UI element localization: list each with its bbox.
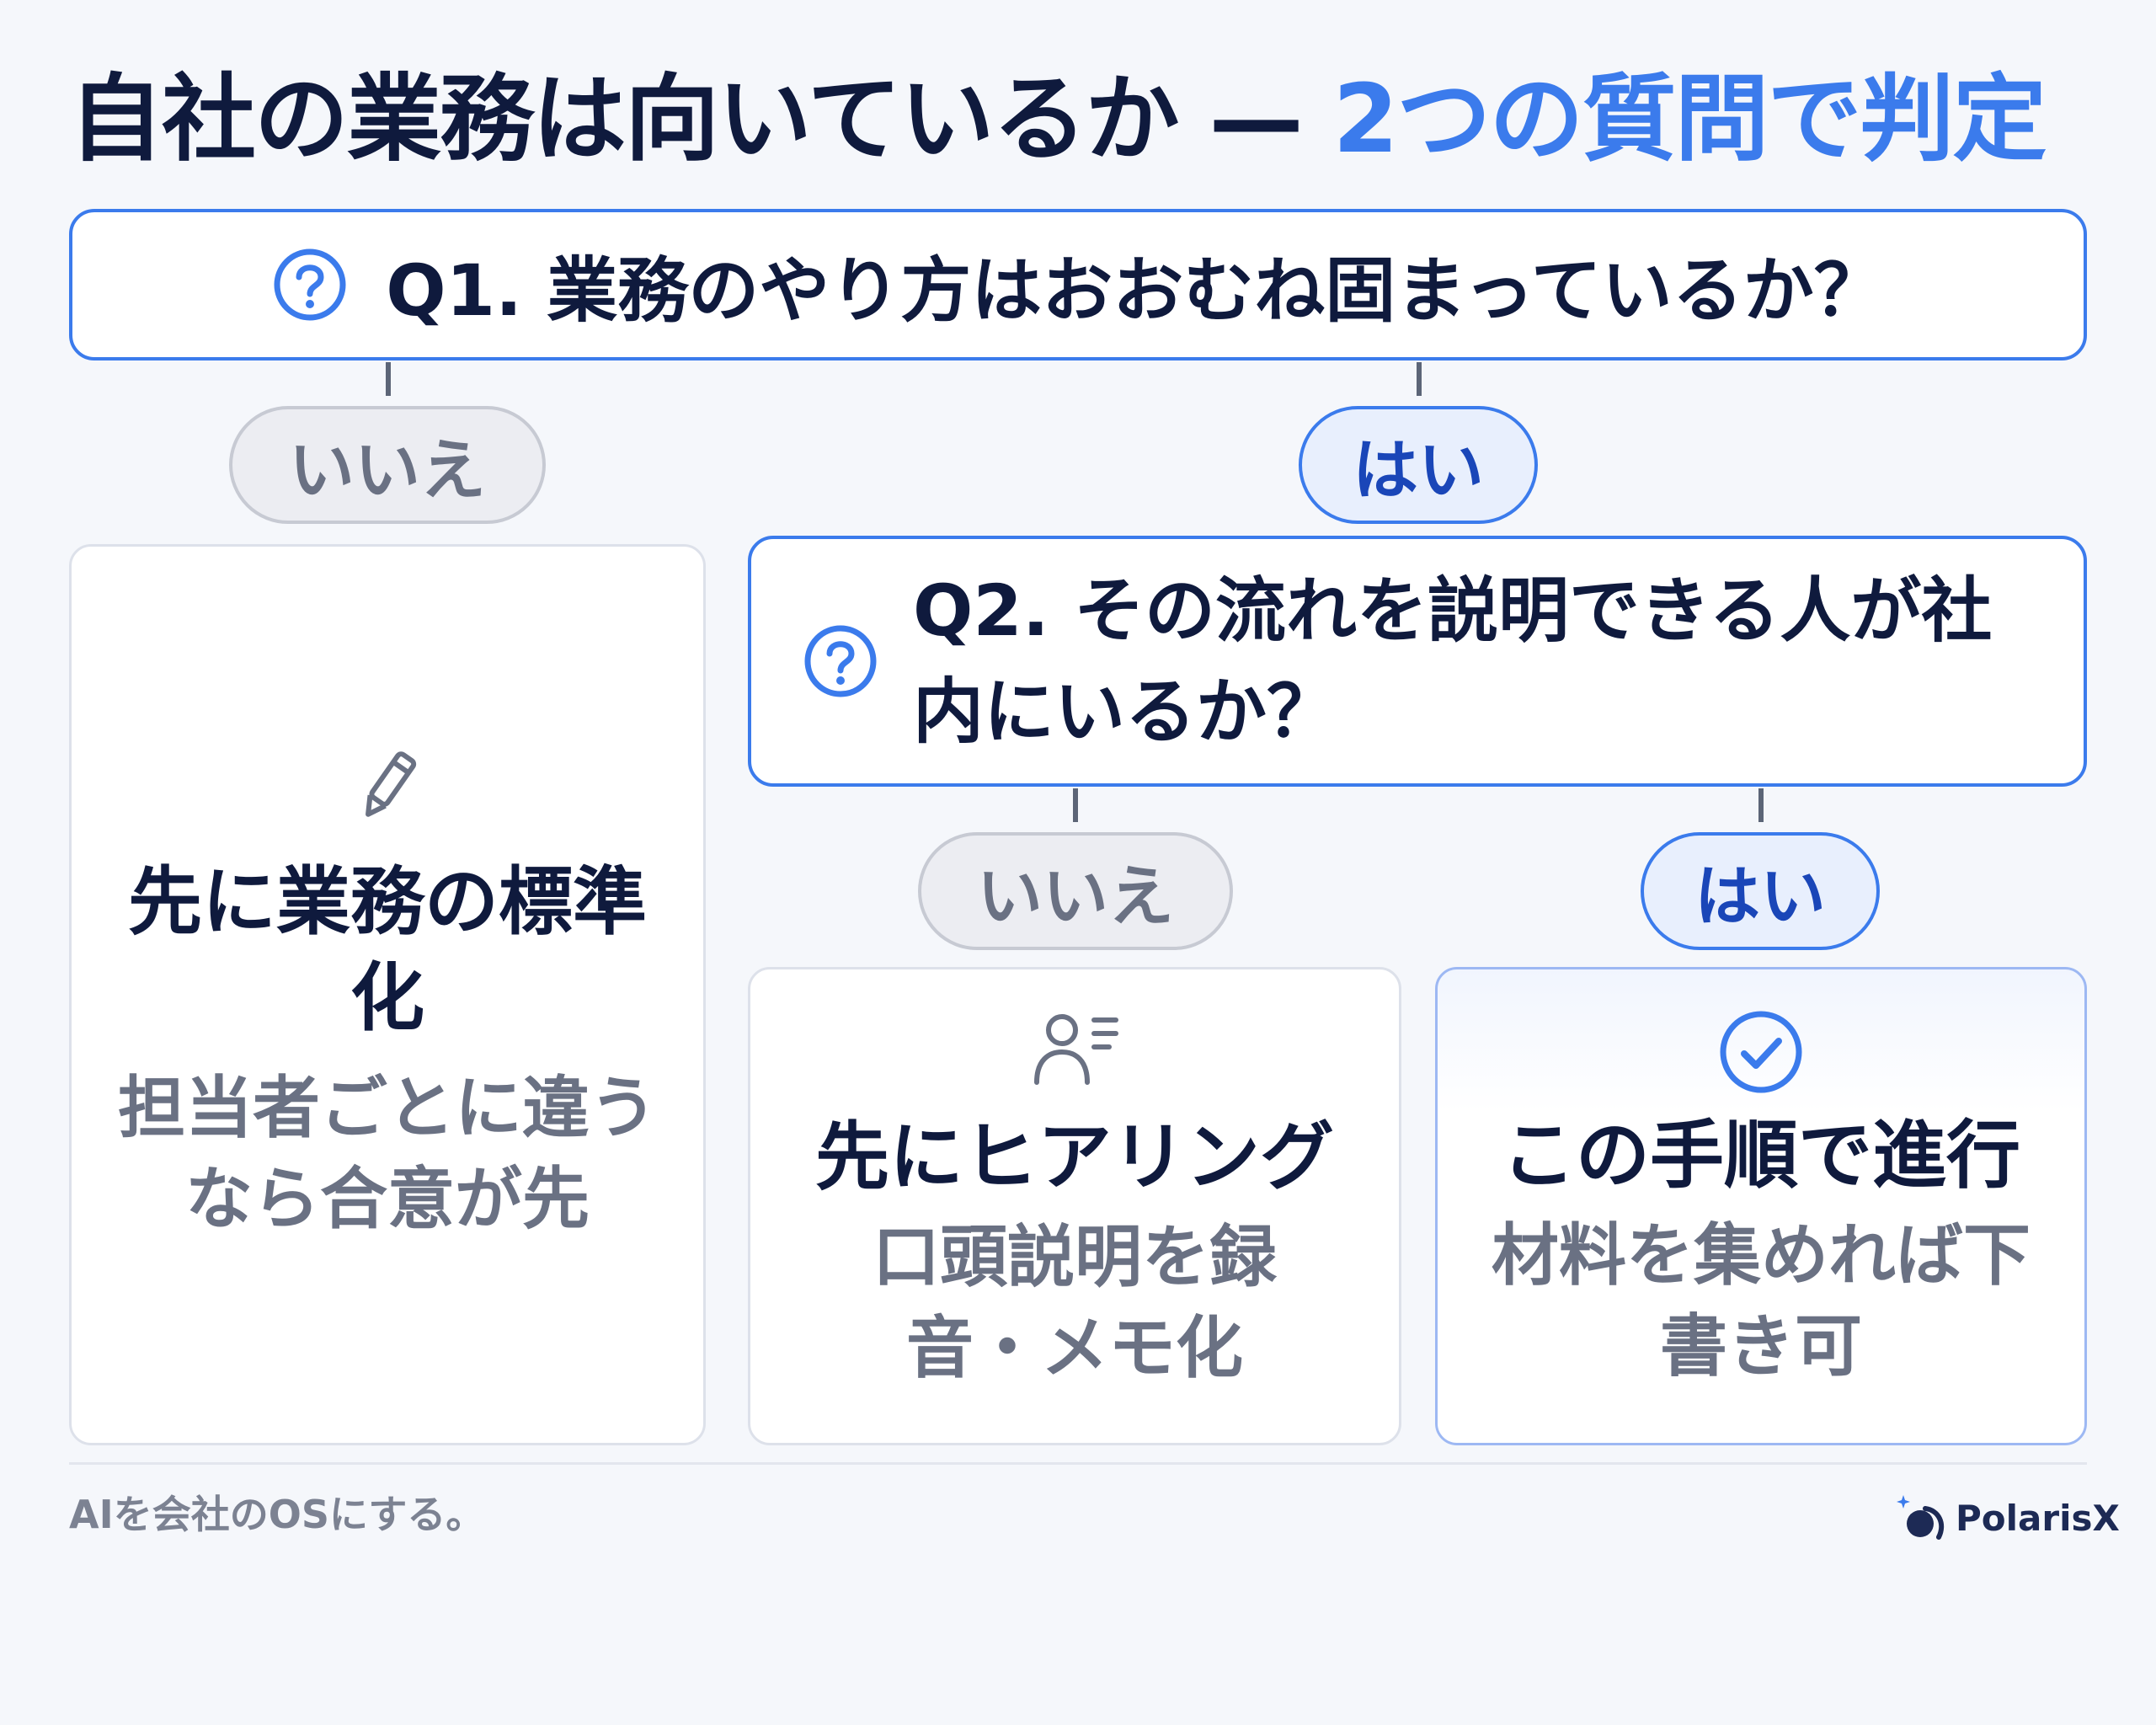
check-circle-icon (1720, 1011, 1802, 1093)
person-notes-icon (1034, 1014, 1118, 1085)
title-main: 自社の業務は向いているか — (69, 65, 1333, 174)
question-circle-icon (804, 625, 877, 697)
result-description: 材料を集めれば下書き可 (1492, 1216, 2031, 1386)
answer-q1-no: いいえ (229, 406, 546, 524)
result-title: この手順で進行 (1501, 1112, 2020, 1199)
answer-q1-yes: はい (1299, 406, 1538, 524)
title-accent: 2つの質問で判定 (1332, 65, 2047, 174)
answer-q2-no: いいえ (918, 832, 1233, 950)
connector-q2-no (1073, 788, 1078, 822)
connector-q1-no (386, 362, 391, 396)
result-description: 担当者ごとに違うなら合意が先 (118, 1069, 657, 1238)
brand-name: PolarisX (1956, 1497, 2120, 1539)
connector-q2-yes (1758, 788, 1764, 822)
footer-divider (69, 1462, 2087, 1465)
result-description: 口頭説明を録音・メモ化 (873, 1218, 1277, 1387)
question-2-text: Q2. その流れを説明できる人が社内にいるか？ (913, 569, 1993, 753)
result-title: 先に業務の標準化 (127, 858, 647, 1041)
answer-q2-yes: はい (1641, 832, 1880, 950)
result-card-standardize: 先に業務の標準化 担当者ごとに違うなら合意が先 (69, 544, 706, 1445)
result-card-proceed: この手順で進行 材料を集めれば下書き可 (1435, 967, 2087, 1445)
question-circle-icon (274, 248, 346, 321)
question-1-text: Q1. 業務のやり方はおおむね固まっているか？ (386, 248, 1885, 332)
question-1-box: Q1. 業務のやり方はおおむね固まっているか？ (69, 209, 2087, 360)
footer-tagline: AIを会社のOSにする。 (69, 1492, 485, 1537)
question-2-box: Q2. その流れを説明できる人が社内にいるか？ (748, 536, 2087, 787)
result-card-hearing: 先にヒアリング 口頭説明を録音・メモ化 (748, 967, 1401, 1445)
page-title: 自社の業務は向いているか — 2つの質問で判定 (69, 52, 2090, 187)
connector-q1-yes (1417, 362, 1422, 396)
result-title: 先にヒアリング (814, 1114, 1334, 1200)
pencil-icon (366, 751, 417, 817)
polaris-logo-icon (1897, 1495, 1945, 1540)
brand-logo: PolarisX (1895, 1484, 2120, 1551)
